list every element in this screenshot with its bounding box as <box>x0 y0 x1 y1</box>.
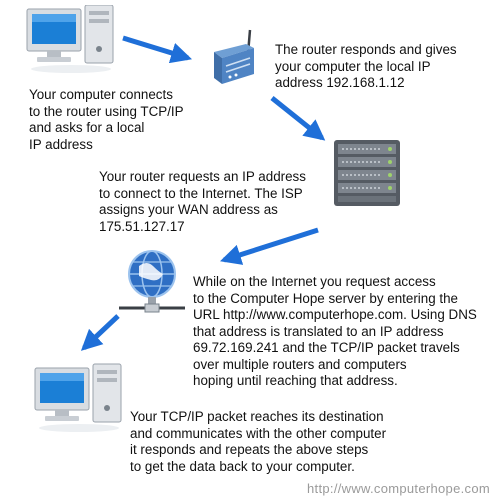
step-router-requests: Your router requests an IP address to co… <box>99 169 306 234</box>
computer-icon <box>33 360 125 435</box>
router-icon <box>208 28 260 86</box>
step-computer-connects: Your computer connects to the router usi… <box>29 87 184 152</box>
watermark: http://www.computerhope.com <box>307 481 490 496</box>
arrow-computer-to-router <box>122 35 193 64</box>
step-packet-reaches: Your TCP/IP packet reaches its destinati… <box>130 409 387 474</box>
arrow-server-to-internet <box>219 227 319 265</box>
server-icon <box>330 136 405 211</box>
arrow-internet-to-computer <box>80 314 120 351</box>
globe-network-icon <box>115 248 190 320</box>
computer-icon <box>25 5 117 75</box>
step-internet-request: While on the Internet you request access… <box>193 274 477 388</box>
step-router-responds: The router responds and gives your compu… <box>275 42 457 90</box>
arrow-router-to-server <box>270 96 326 141</box>
